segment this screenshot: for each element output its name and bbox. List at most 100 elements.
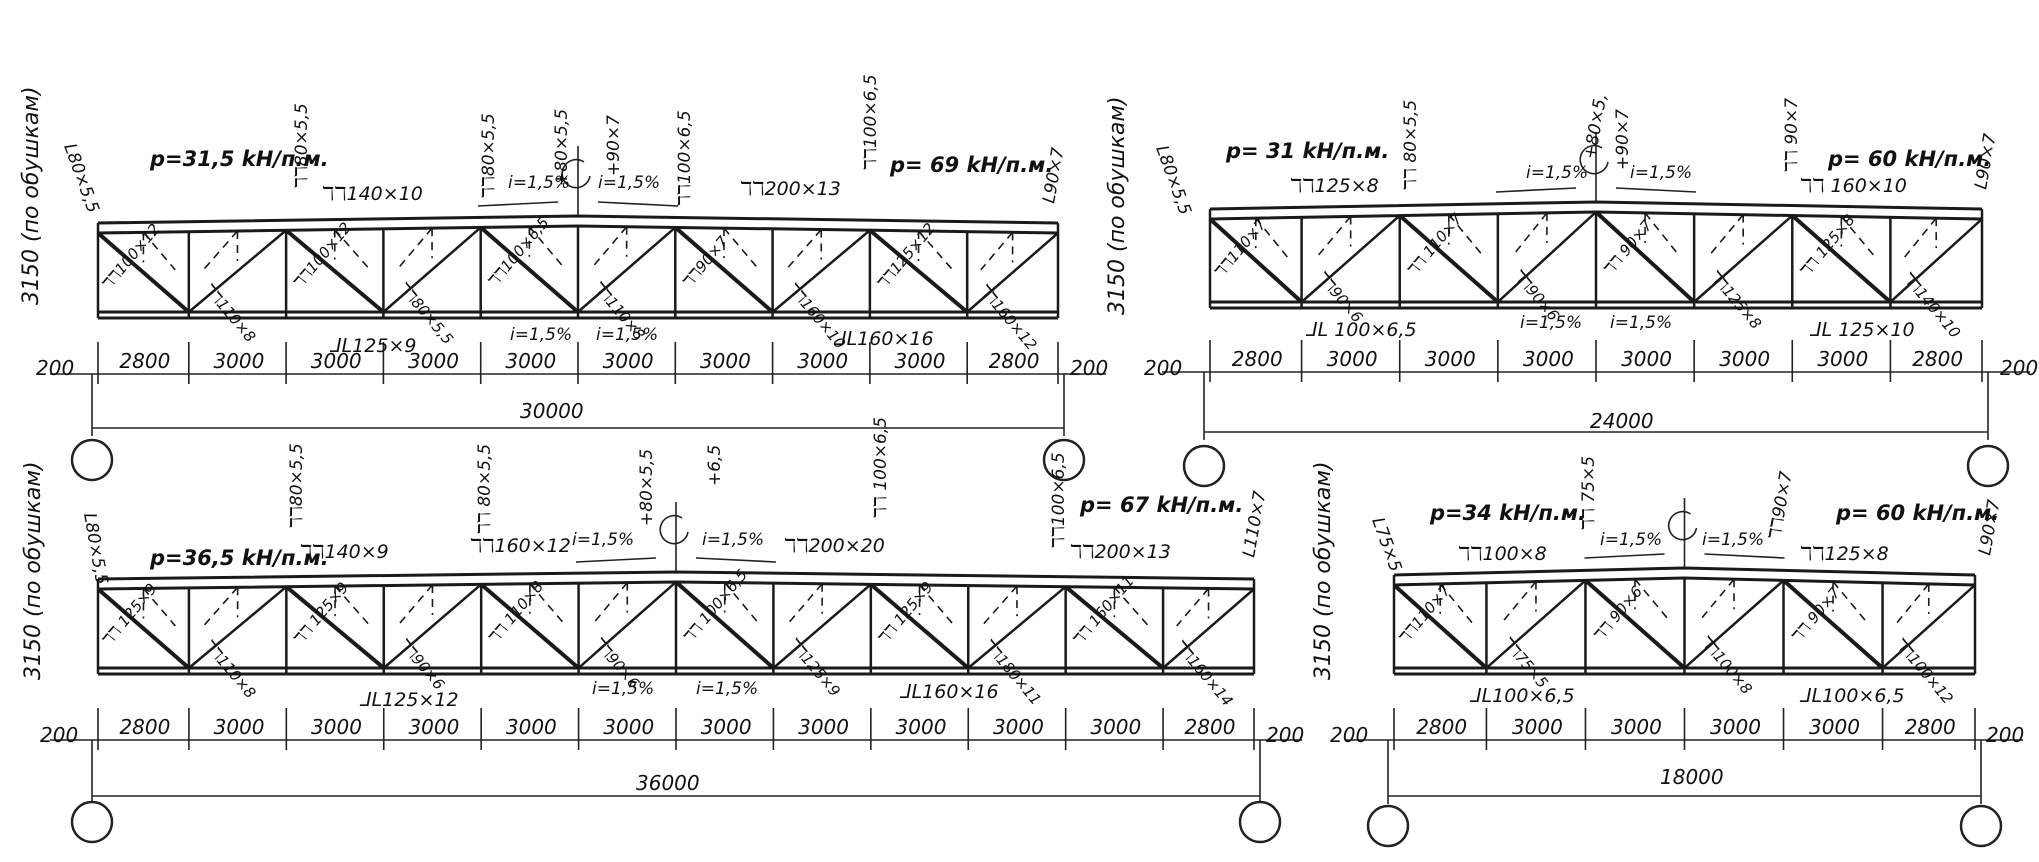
end-offset-label: 200 xyxy=(2000,356,2038,380)
truss-diagonal xyxy=(1594,210,1696,304)
sub-diagonal-dashed xyxy=(1255,217,1289,259)
load-label: p= 67 kH/п.м. xyxy=(1079,493,1243,517)
span-label: 36000 xyxy=(636,771,700,795)
sub-diagonal-dashed xyxy=(1903,217,1937,259)
end-offset-label: 200 xyxy=(1070,356,1108,380)
span-label: 24000 xyxy=(1590,409,1654,433)
panel-dimension: 3000 xyxy=(797,349,848,373)
vertical-label: ℸℸ90×7 xyxy=(1765,470,1797,541)
top-chord xyxy=(1209,200,1983,211)
slope-label: i=1,5% xyxy=(696,679,758,699)
sub-diagonal-dashed xyxy=(529,583,565,625)
vertical-label: L90×7 xyxy=(1971,132,2000,191)
panel-dimension: 3000 xyxy=(505,349,556,373)
slope-label: i=1,5% xyxy=(598,173,660,193)
slope-label: i=1,5% xyxy=(1526,163,1588,183)
member-label: ℸℸ75×5 xyxy=(1499,634,1552,692)
panel-dimension: 3000 xyxy=(1817,347,1868,371)
sub-diagonal-dashed xyxy=(1511,212,1548,257)
span-label: 30000 xyxy=(520,399,584,423)
slope-label: i=1,5% xyxy=(1520,313,1582,333)
member-label: ℸℸ100×8 xyxy=(1697,633,1756,698)
panel-dimension: 3000 xyxy=(1621,347,1672,371)
span-label: 18000 xyxy=(1660,765,1724,789)
load-label: p=34 kH/п.м. xyxy=(1429,501,1586,525)
sub-diagonal-dashed xyxy=(1439,583,1474,624)
truss-diagonal xyxy=(382,226,482,313)
sub-diagonal-dashed xyxy=(1315,215,1352,259)
panel-dimension: 3000 xyxy=(1090,715,1141,739)
support-circle xyxy=(1959,804,2003,848)
member-label: ℸℸ90×7 xyxy=(679,232,732,290)
member-label: ℸℸ 110×8 xyxy=(485,578,547,647)
panel-dimension: 3000 xyxy=(213,349,264,373)
top-chord-label: ℸℸ200×13 xyxy=(1070,541,1171,563)
panel-dimension: 3000 xyxy=(1710,715,1761,739)
bottom-chord-label: ᒧᒪ100×6,5 xyxy=(1469,685,1575,707)
truss-diagonal xyxy=(1693,214,1794,303)
slope-label: i=1,5% xyxy=(508,173,570,193)
sub-diagonal-dashed xyxy=(528,226,565,268)
slope-label: i=1,5% xyxy=(1600,530,1662,550)
panel-dimension: 3000 xyxy=(603,715,654,739)
rotation-symbol xyxy=(561,158,591,189)
slope-label: i=1,5% xyxy=(592,679,654,699)
vertical-label: L80×5,5 xyxy=(79,511,111,586)
sub-diagonal-dashed xyxy=(918,584,955,626)
height-label: 3150 (по обушкам) xyxy=(19,86,44,305)
end-offset-label: 200 xyxy=(1330,723,1368,747)
slope-arrow xyxy=(1704,553,1785,559)
truss-diagonal xyxy=(966,232,1059,313)
vertical-label: ℸℸ80×5,5 xyxy=(479,113,499,198)
panel-dimension: 3000 xyxy=(798,715,849,739)
panel-dimension: 3000 xyxy=(408,715,459,739)
truss-diagonal xyxy=(1790,214,1892,304)
vertical-label: +6,5 xyxy=(705,445,725,486)
sub-diagonal-dashed xyxy=(397,227,433,269)
panel-dimension: 2800 xyxy=(119,715,170,739)
sub-diagonal-dashed xyxy=(787,583,823,625)
vertical-label: ℸℸ 80×5,5 xyxy=(1401,100,1421,190)
truss-diagonal xyxy=(577,226,677,313)
bottom-chord-label: ᒧᒪ160×16 xyxy=(899,681,999,703)
truss-diagonal xyxy=(772,583,872,669)
panel-dimension: 3000 xyxy=(1809,715,1860,739)
truss-diagonal xyxy=(96,587,191,670)
sub-diagonal-dashed xyxy=(1113,586,1150,627)
truss-diagonal xyxy=(188,229,287,313)
truss-diagonal xyxy=(96,231,191,314)
panel-dimension: 3000 xyxy=(1719,347,1770,371)
support-circle xyxy=(1366,804,1410,848)
support-circle xyxy=(1182,444,1226,488)
sub-diagonal-dashed xyxy=(397,584,434,626)
panel-dimension: 3000 xyxy=(1327,347,1378,371)
vertical-label: L80×5,5 xyxy=(59,141,103,216)
truss-diagonal xyxy=(868,228,969,314)
truss-diagonal xyxy=(1889,218,1983,303)
sub-diagonal-dashed xyxy=(1500,581,1537,624)
top-chord-label: ℸℸ200×13 xyxy=(740,178,841,200)
rotation-symbol xyxy=(659,514,689,545)
truss-diagonal xyxy=(1162,588,1255,669)
load-label: p=36,5 kH/п.м. xyxy=(149,546,329,570)
top-chord-label: ℸℸ125×8 xyxy=(1800,543,1889,565)
truss-30000: ℸℸ100×12ℸℸ110×8ℸℸ100×12ℸℸ80×5,5ℸℸ100×6,5… xyxy=(50,146,1106,482)
bottom-chord-label: ᒧᒪ 100×6,5 xyxy=(1305,319,1417,341)
sub-diagonal-dashed xyxy=(1840,215,1877,259)
vertical-label: ℸℸ100×6,5 xyxy=(1049,452,1069,548)
vertical-label: +80×5, xyxy=(1580,92,1611,161)
load-label: p=31,5 kH/п.м. xyxy=(149,147,329,171)
truss-diagonal xyxy=(285,585,386,670)
vertical-label: ℸℸ 75×5 xyxy=(1579,456,1599,530)
member-label: ℸℸ110×7 xyxy=(1395,581,1454,647)
support-circle xyxy=(70,438,114,482)
bottom-chord-label: ᒧᒪ125×9 xyxy=(329,335,416,357)
member-label: ℸℸ 125×9 xyxy=(875,578,937,647)
truss-24000-labels: 3150 (по обушкам) p= 31 kH/п.м. p= 60 kH… xyxy=(1105,92,2038,433)
truss-diagonal xyxy=(1485,579,1587,669)
slope-arrow xyxy=(1615,187,1697,193)
truss-diagonal xyxy=(1782,578,1884,670)
top-chord-label: ℸℸ200×20 xyxy=(784,535,885,557)
